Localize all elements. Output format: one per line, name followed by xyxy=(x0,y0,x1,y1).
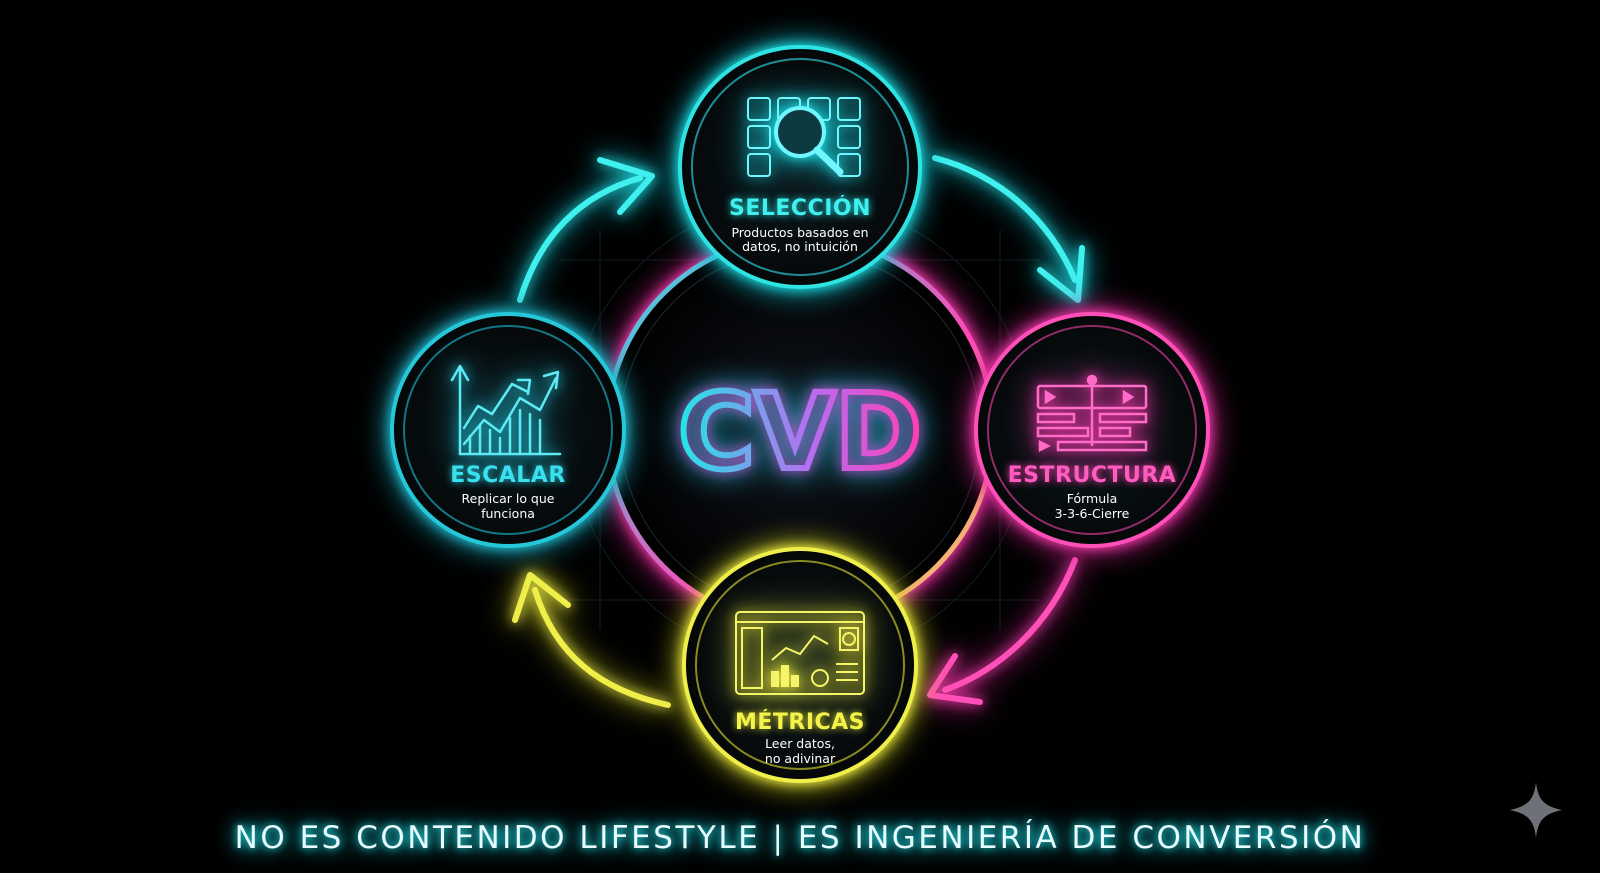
footer-tagline: NO ES CONTENIDO LIFESTYLE | ES INGENIERÍ… xyxy=(235,819,1366,856)
node-metricas-subtitle-2: no adivinar xyxy=(765,751,836,766)
timeline-editor-icon xyxy=(1036,374,1148,453)
node-metricas[interactable]: MÉTRICAS Leer datos, no adivinar xyxy=(682,547,918,783)
dashboard-icon xyxy=(735,611,865,695)
growth-chart-icon xyxy=(450,364,562,456)
node-estructura[interactable]: ESTRUCTURA Fórmula 3-3-6-Cierre xyxy=(974,312,1210,548)
arrow-metricas-to-escalar xyxy=(512,572,671,708)
node-escalar-subtitle-1: Replicar lo que xyxy=(462,491,555,506)
node-estructura-subtitle-1: Fórmula xyxy=(1067,491,1118,506)
arrow-escalar-to-seleccion xyxy=(517,157,655,303)
node-metricas-subtitle-1: Leer datos, xyxy=(765,736,835,751)
node-seleccion-title: SELECCIÓN xyxy=(729,195,871,221)
center-label: CVD xyxy=(678,371,921,493)
node-escalar[interactable]: ESCALAR Replicar lo que funciona xyxy=(390,312,626,548)
node-estructura-title: ESTRUCTURA xyxy=(1008,463,1177,488)
node-metricas-title: MÉTRICAS xyxy=(735,709,865,735)
node-seleccion[interactable]: SELECCIÓN Productos basados en datos, no… xyxy=(678,45,922,289)
magnifier-grid-icon xyxy=(747,97,861,177)
node-escalar-subtitle-2: funciona xyxy=(481,506,535,521)
arrow-seleccion-to-estructura xyxy=(932,155,1085,303)
node-seleccion-subtitle-2: datos, no intuición xyxy=(742,239,858,254)
node-seleccion-subtitle-1: Productos basados en xyxy=(731,225,868,240)
node-escalar-title: ESCALAR xyxy=(450,463,566,488)
sparkle-icon xyxy=(1510,782,1562,838)
node-estructura-subtitle-2: 3-3-6-Cierre xyxy=(1055,506,1130,521)
arrow-estructura-to-metricas xyxy=(927,557,1078,705)
